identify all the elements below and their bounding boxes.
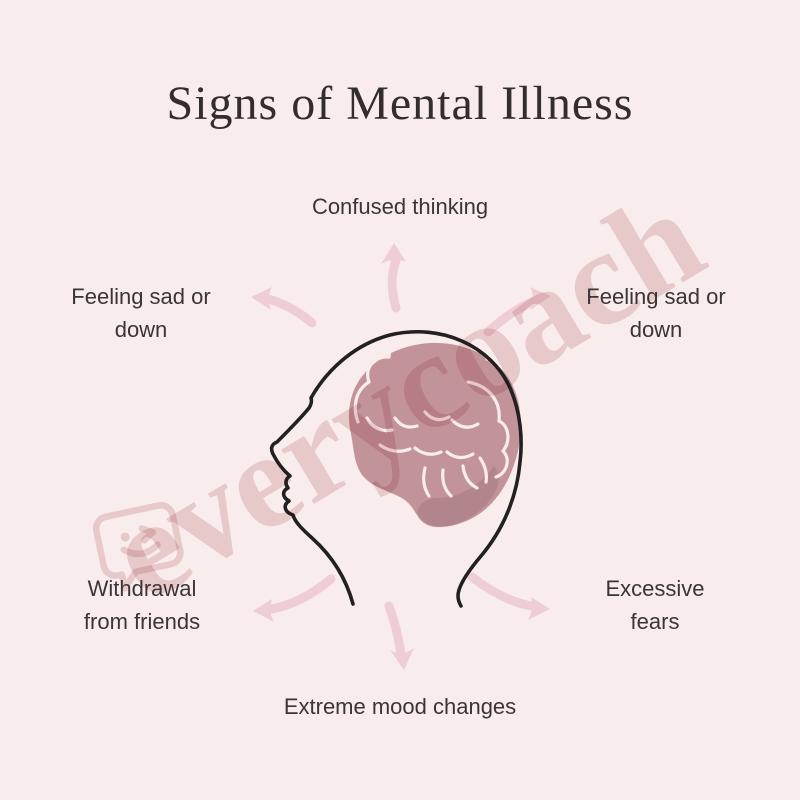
sign-label-feeling-sad-left: Feeling sad or down <box>71 284 211 342</box>
arrow-down-icon <box>384 601 414 670</box>
arrow-right-icon <box>483 287 551 337</box>
sign-label-extreme-mood-changes: Extreme mood changes <box>283 694 517 719</box>
sign-label-excessive-fears: Excessive fears <box>605 576 705 634</box>
arrow-down-left-icon <box>253 574 336 622</box>
sign-label-feeling-sad-right: Feeling sad or down <box>586 284 726 342</box>
arrow-up-icon <box>381 243 406 313</box>
page-title: Signs of Mental Illness <box>166 77 634 130</box>
sign-label-withdrawal: Withdrawal from friends <box>83 576 201 634</box>
winking-smiley-chat-bubble-icon <box>92 502 184 592</box>
arrow-down-right-icon <box>467 572 550 620</box>
sign-label-confused-thinking: Confused thinking <box>311 194 489 219</box>
brain-icon <box>348 330 521 528</box>
head-profile-icon <box>269 330 523 608</box>
arrow-left-icon <box>251 287 317 328</box>
